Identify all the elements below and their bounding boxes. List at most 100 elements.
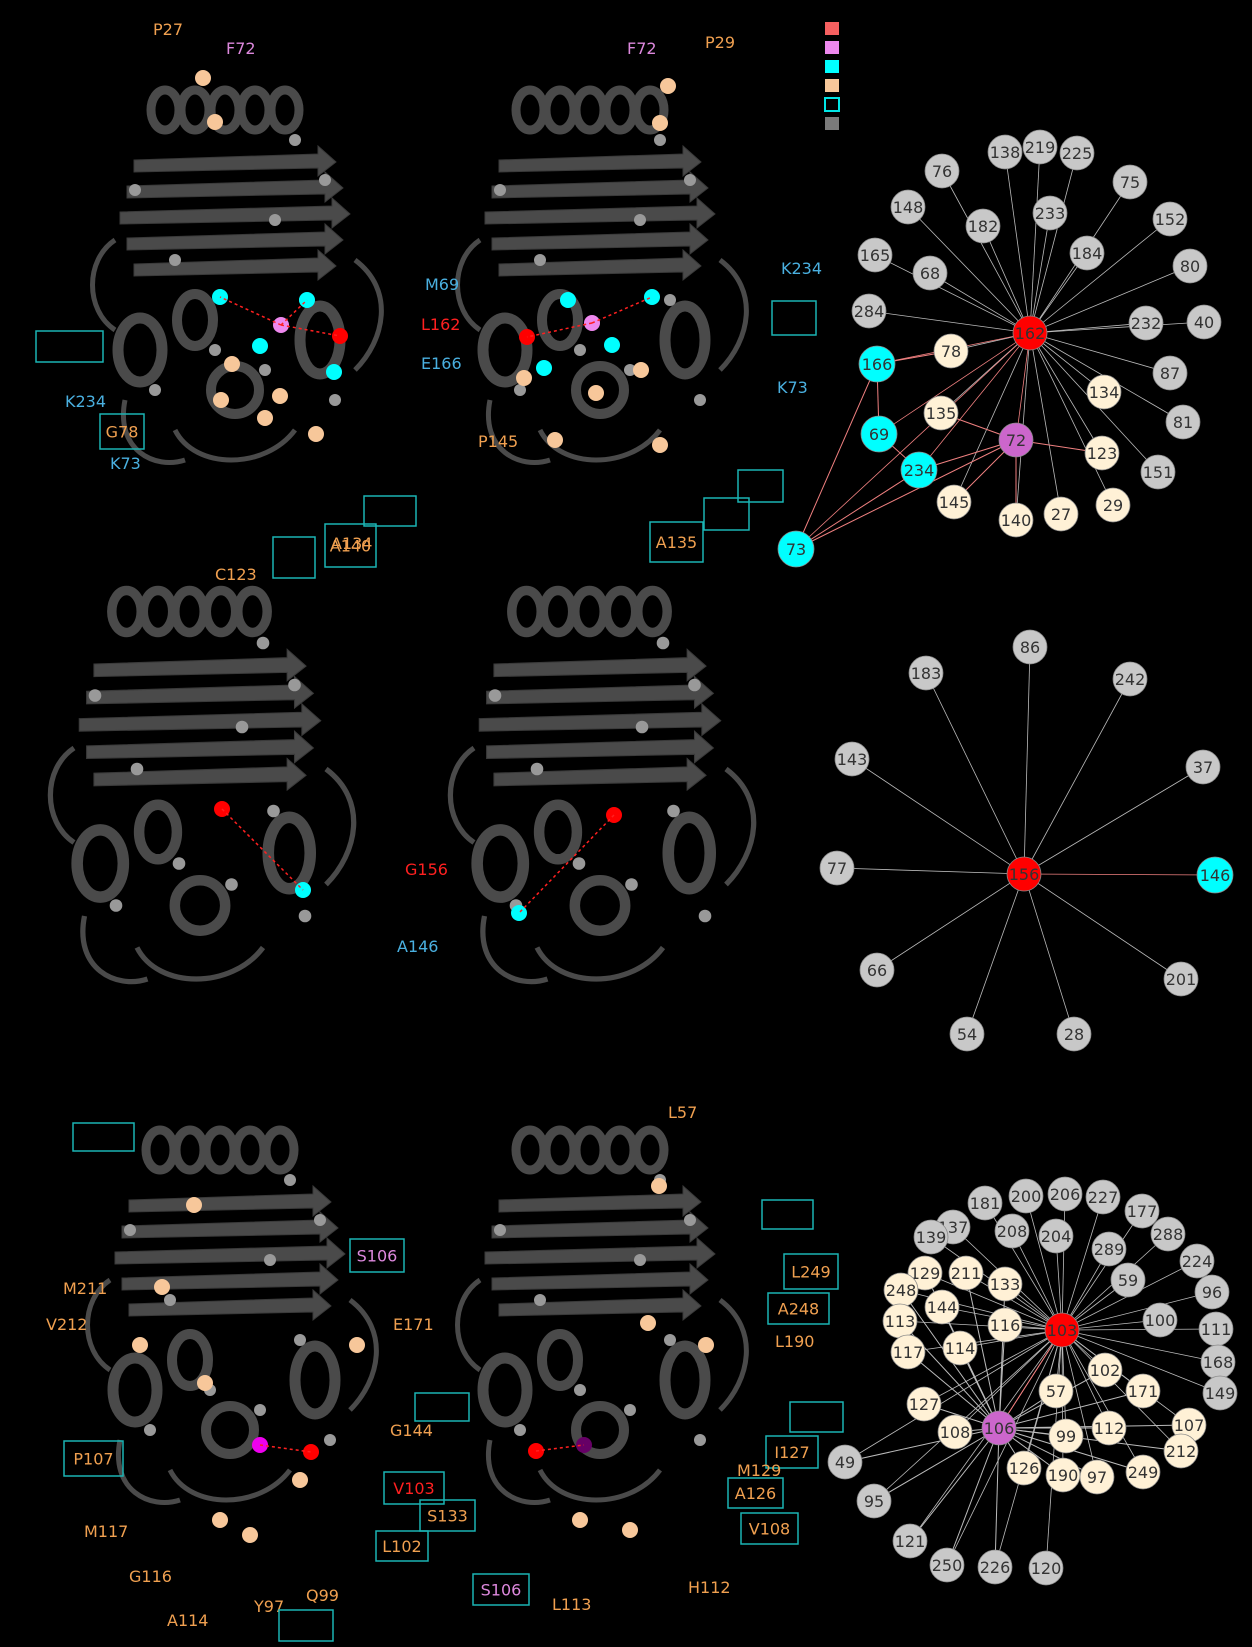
residue-bead [303,1444,319,1460]
legend [824,22,840,130]
network-node-label: 138 [990,143,1021,162]
network-node [860,415,898,453]
label-box [472,1573,530,1606]
network-node [1112,164,1148,200]
network-node-label: 57 [1046,1382,1066,1401]
residue-label: M69 [425,275,459,294]
network-edge [1061,1193,1066,1331]
network-node-label: 165 [860,246,891,265]
network-edge [899,1320,1063,1331]
network-edge [795,363,878,550]
residue-bead [560,292,576,308]
protein-b-left [47,585,357,985]
network-node-label: 166 [862,355,893,374]
network-node-label: 224 [1182,1252,1213,1271]
network-node [1047,1176,1083,1212]
network-edge [1029,332,1114,506]
network-node-label: 232 [1131,314,1162,333]
empty-label-box [72,1122,135,1152]
network-node-label: 289 [1094,1240,1125,1259]
label-box [765,1435,819,1469]
network-node [1095,487,1131,523]
network-node-label: 121 [895,1532,926,1551]
network-node-label: 177 [1127,1202,1158,1221]
network-node-label: 250 [932,1556,963,1575]
network-node-label: 208 [997,1222,1028,1241]
residue-bead [644,289,660,305]
empty-label-box [278,1609,334,1642]
network-edge [907,206,1031,334]
network-node [1038,1373,1074,1409]
empty-label-box [771,300,817,336]
network-node [858,345,896,383]
empty-label-box [363,495,417,527]
network-node [1091,1231,1127,1267]
network-node [1194,1274,1230,1310]
network-node-label: 113 [885,1312,916,1331]
network-edge [965,1272,1000,1429]
network-node [851,293,887,329]
label-box [727,1477,784,1509]
network-node-label: 68 [920,264,940,283]
legend-swatch [825,22,839,35]
network-node-label: 139 [916,1228,947,1247]
residue-label: G116 [129,1567,172,1586]
network-node [1006,856,1042,892]
residue-bead [257,410,273,426]
network-node-label: 66 [867,961,887,980]
network-node [1112,661,1148,697]
label-box [383,1471,445,1505]
residue-label: A126 [735,1484,776,1503]
network-node-label: 29 [1103,496,1123,515]
label-box [740,1512,799,1545]
network-node-label: 143 [837,750,868,769]
network-node-label: 78 [941,342,961,361]
network-edge [873,1427,1000,1502]
residue-bead [212,1512,228,1528]
residue-bead [326,364,342,380]
network-node [1150,1216,1186,1252]
residue-bead [292,1472,308,1488]
residue-label: G156 [405,860,448,879]
network-node [857,237,893,273]
network-node-label: 123 [1087,444,1118,463]
residue-bead [207,114,223,130]
network-edge [1029,332,1103,454]
network-edge [1029,212,1051,334]
network-edge [954,1329,1063,1433]
network-node-label: 40 [1194,313,1214,332]
network-node [1142,1302,1178,1338]
network-node-label: 162 [1015,324,1046,343]
network-edge [851,758,1025,875]
network-node-label: 81 [1173,413,1193,432]
network-node-label: 54 [957,1025,977,1044]
residue-bead [652,437,668,453]
network-node [1202,1375,1238,1411]
protein-a-left [90,85,384,465]
network-node [1152,355,1188,391]
network-node-label: 233 [1035,204,1066,223]
residue-label: P29 [705,33,735,52]
network-edge [1061,1329,1110,1429]
residue-label: S133 [427,1507,468,1526]
network-edge [1029,332,1062,515]
network-node [1172,248,1208,284]
network-node-label: 127 [909,1395,940,1414]
network-node-label: 76 [932,162,952,181]
network-node [1032,195,1068,231]
network-edge [1015,332,1031,441]
network-node-label: 151 [1143,463,1174,482]
residue-bead [213,392,229,408]
network-node-label: 140 [1001,511,1032,530]
network-node [987,1266,1023,1302]
network-node-label: 134 [1089,383,1120,402]
residue-label: P27 [153,20,183,39]
network-edge [1029,265,1191,334]
network-node-label: 144 [927,1298,958,1317]
residue-bead [640,1315,656,1331]
network-node-label: 225 [1062,144,1093,163]
legend-swatch-outline [824,97,840,112]
network-edge [795,469,920,550]
